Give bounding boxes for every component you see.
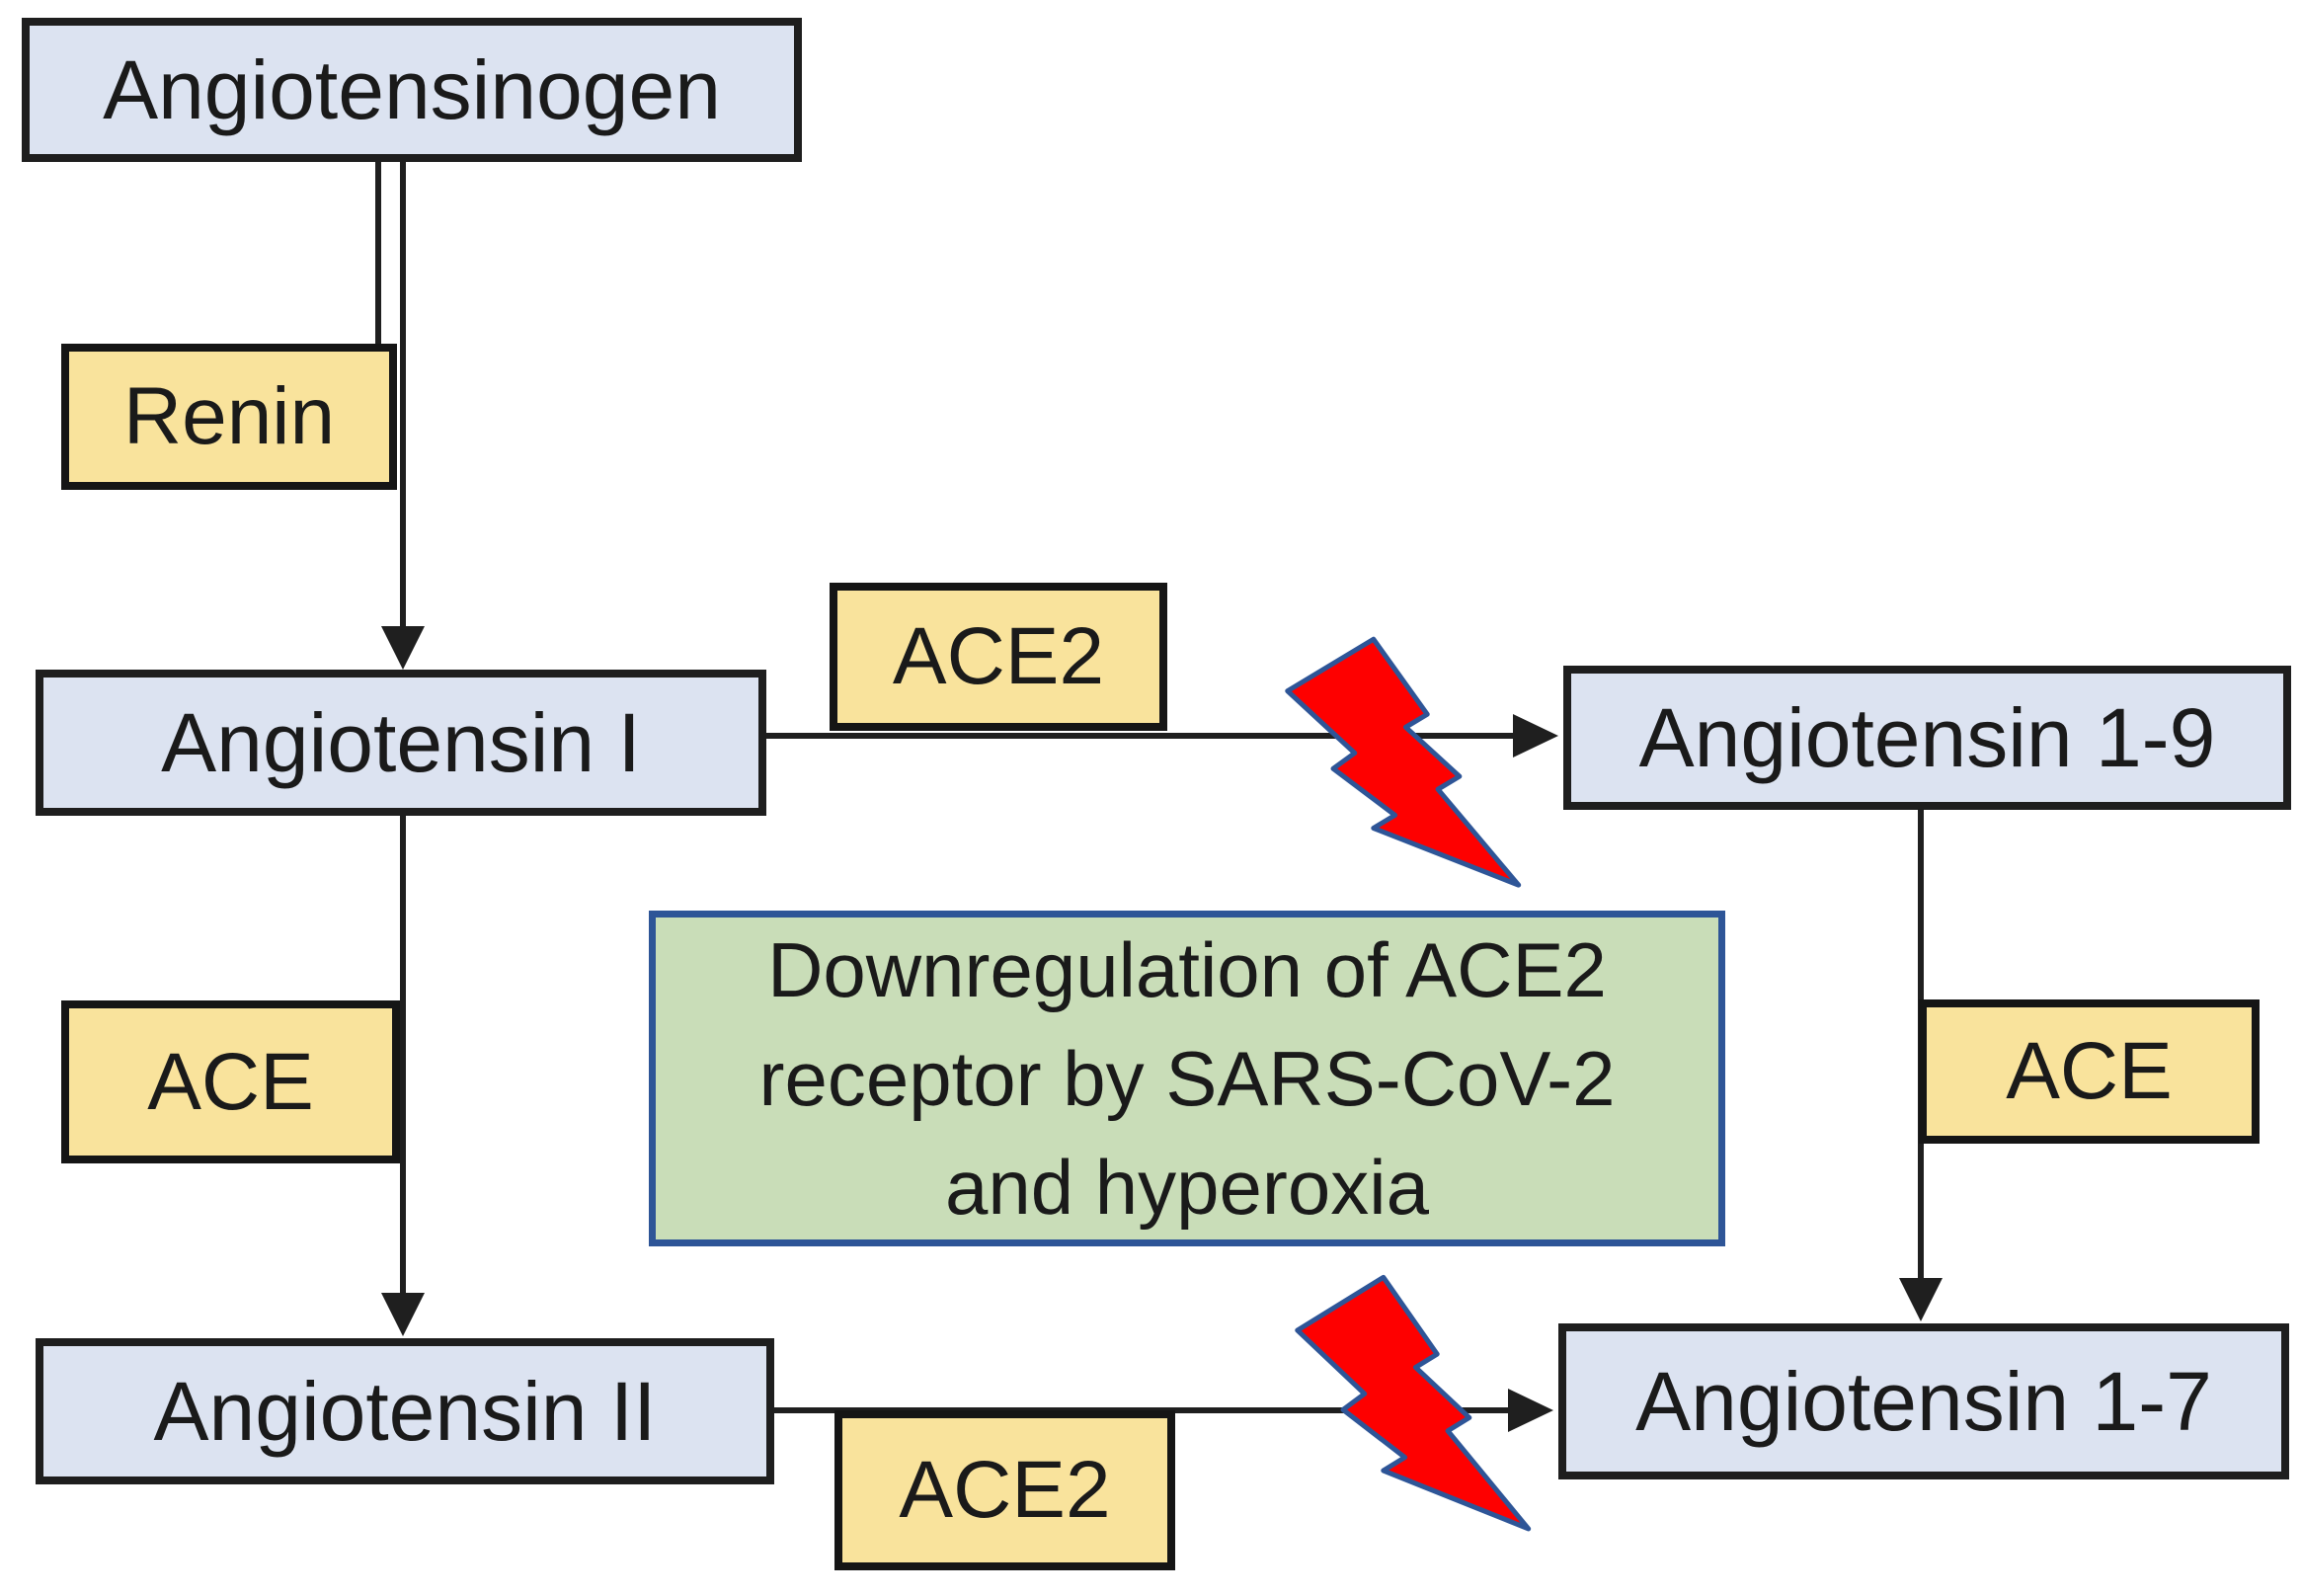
node-renin: Renin <box>61 344 397 490</box>
node-ace-right: ACE <box>1919 999 2260 1144</box>
note-downregulation: Downregulation of ACE2 receptor by SARS-… <box>649 911 1725 1246</box>
node-angiotensinogen: Angiotensinogen <box>22 18 802 162</box>
node-ace2-top: ACE2 <box>830 583 1167 731</box>
node-ace-right-label: ACE <box>2006 1026 2173 1116</box>
node-renin-label: Renin <box>122 371 336 461</box>
node-angiotensin-i-label: Angiotensin I <box>161 695 641 789</box>
node-ace2-top-label: ACE2 <box>892 611 1105 701</box>
node-angiotensin-1-7-label: Angiotensin 1-7 <box>1635 1354 2212 1448</box>
node-angiotensin-1-7: Angiotensin 1-7 <box>1558 1323 2289 1479</box>
node-ace2-bottom: ACE2 <box>834 1410 1175 1570</box>
node-angiotensin-ii: Angiotensin II <box>36 1338 774 1484</box>
node-angiotensin-1-9: Angiotensin 1-9 <box>1563 666 2291 810</box>
node-angiotensin-1-9-label: Angiotensin 1-9 <box>1638 690 2216 784</box>
node-ace-left-label: ACE <box>147 1036 314 1127</box>
note-line-2: receptor by SARS-CoV-2 <box>758 1035 1616 1122</box>
note-downregulation-text: Downregulation of ACE2 receptor by SARS-… <box>758 916 1615 1241</box>
node-angiotensin-ii-label: Angiotensin II <box>153 1364 657 1458</box>
node-ace-left: ACE <box>61 1000 400 1163</box>
lightning-bolt-icon <box>1266 634 1535 893</box>
node-angiotensinogen-label: Angiotensinogen <box>103 42 721 136</box>
node-ace2-bottom-label: ACE2 <box>899 1445 1111 1535</box>
lightning-bolt-icon <box>1276 1272 1545 1537</box>
note-line-3: and hyperoxia <box>944 1144 1429 1231</box>
node-angiotensin-i: Angiotensin I <box>36 670 766 816</box>
note-line-1: Downregulation of ACE2 <box>767 926 1607 1013</box>
